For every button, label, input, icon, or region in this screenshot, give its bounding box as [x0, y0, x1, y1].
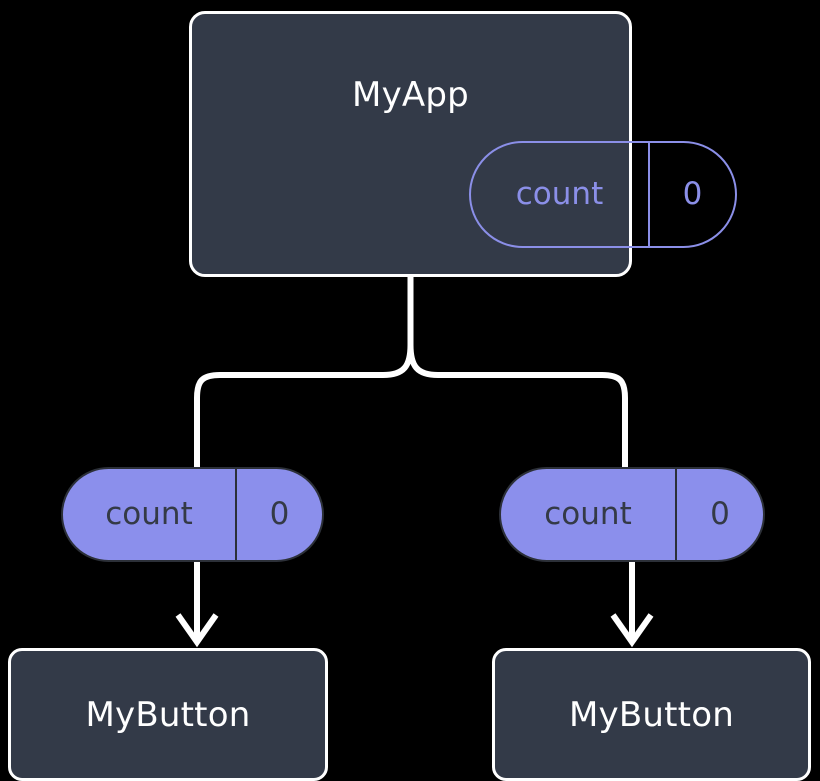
state-value-child-1: 0 [235, 469, 322, 560]
component-node-myapp[interactable]: MyApp count 0 [189, 11, 737, 277]
edge-fork-left [194, 344, 414, 468]
component-node-mybutton-1[interactable]: MyButton [8, 648, 328, 781]
state-pill-child-1[interactable]: count 0 [61, 467, 324, 562]
edge-fork-right [407, 344, 628, 468]
state-value-root: 0 [648, 143, 735, 246]
arrowhead-left [175, 613, 219, 648]
state-pill-child-2[interactable]: count 0 [499, 467, 765, 562]
state-pill-root[interactable]: count 0 [469, 141, 737, 248]
state-key-root: count [515, 176, 604, 212]
state-value-child-2: 0 [675, 469, 763, 560]
component-label-mybutton-2: MyButton [569, 694, 734, 735]
arrowhead-right [610, 613, 654, 648]
component-label-myapp: MyApp [352, 75, 469, 115]
state-key-child-2: count [544, 496, 632, 532]
state-key-child-1: count [105, 496, 193, 532]
component-label-mybutton-1: MyButton [85, 694, 251, 735]
component-node-mybutton-2[interactable]: MyButton [492, 648, 811, 781]
